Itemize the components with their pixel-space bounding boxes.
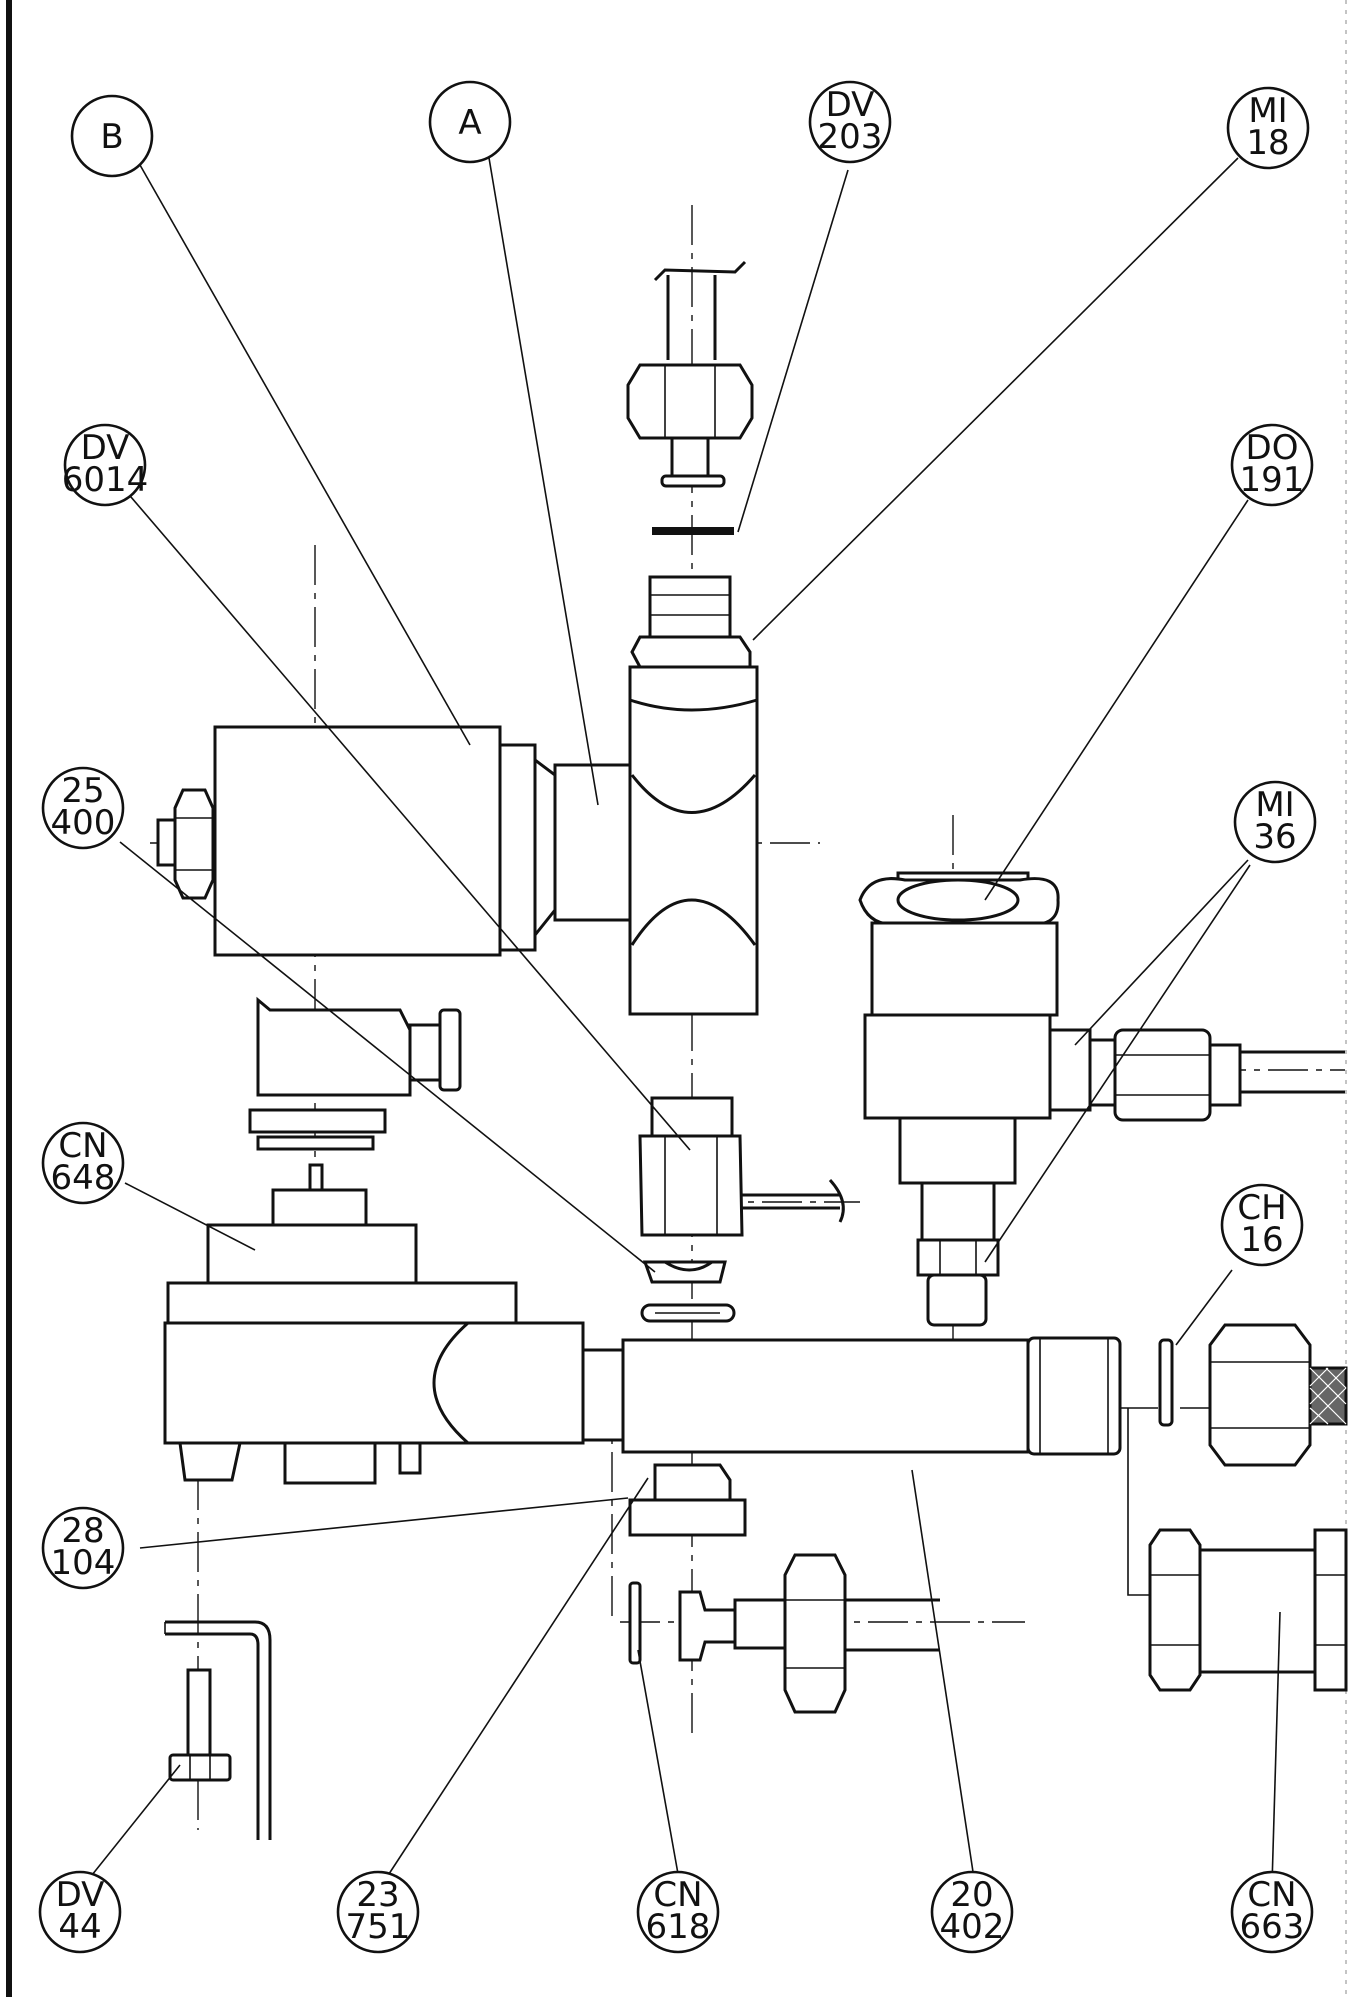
solenoid-coil: [156, 725, 557, 957]
hose-fitting: [1127, 1323, 1348, 1692]
callout-label: 25: [61, 771, 104, 811]
callout-label: A: [458, 103, 481, 143]
callout-circle: [636, 1870, 720, 1954]
callout-A: A: [428, 80, 512, 164]
callout-label: CN: [58, 1126, 107, 1166]
plug-fitting: [638, 1096, 845, 1323]
callout-label: DV: [826, 85, 875, 125]
callout-circle: [336, 1870, 420, 1954]
leader-lines: [87, 151, 1281, 1886]
callout-label: 23: [356, 1875, 399, 1915]
callout-label: MI: [1248, 91, 1287, 131]
callout-B: B: [70, 94, 154, 178]
callout-label: DV: [81, 428, 130, 468]
callout-circle: [1226, 86, 1310, 170]
connector-plug: [248, 996, 462, 1151]
bracket-and-screw: [164, 1620, 272, 1840]
callout-label: 402: [940, 1907, 1005, 1947]
callout-label: 400: [51, 803, 116, 843]
callout-label: B: [100, 117, 123, 157]
callout-circle: [41, 1121, 125, 1205]
valve-body: [553, 575, 759, 1016]
callout-circle: [38, 1870, 122, 1954]
callout-label: 648: [51, 1158, 116, 1198]
pressure-switch: [858, 871, 1345, 1327]
callout-circle: [41, 766, 125, 850]
callout-label: CN: [653, 1875, 702, 1915]
callout-circle: [808, 80, 892, 164]
callout-label: 44: [58, 1907, 101, 1947]
callout-label: 16: [1240, 1220, 1283, 1260]
callout-circle: [930, 1870, 1014, 1954]
callout-label: 28: [61, 1511, 104, 1551]
callout-label: 6014: [62, 460, 149, 500]
callout-circle: [1230, 423, 1314, 507]
callout-circle: [41, 1506, 125, 1590]
callout-circle: [1220, 1183, 1304, 1267]
callout-label: MI: [1255, 785, 1294, 825]
callout-label: 104: [51, 1543, 116, 1583]
callout-label: CN: [1247, 1875, 1296, 1915]
callout-label: DO: [1246, 428, 1299, 468]
callout-label: 203: [818, 117, 883, 157]
callout-circle: [1233, 780, 1317, 864]
callout-label: 20: [950, 1875, 993, 1915]
callout-label: CH: [1237, 1188, 1286, 1228]
callout-circle: [63, 423, 147, 507]
upper-tube-fitting: [626, 260, 754, 535]
drawing-frame: [6, 0, 1347, 1997]
bottom-fittings: [628, 1463, 940, 1714]
callout-circle: [70, 94, 154, 178]
callout-label: 618: [646, 1907, 711, 1947]
callout-label: DV: [56, 1875, 105, 1915]
manifold-block: [163, 1163, 1122, 1485]
callout-label: 18: [1246, 123, 1289, 163]
callout-label: 36: [1253, 817, 1296, 857]
callout-label: 751: [346, 1907, 411, 1947]
callout-label: 663: [1240, 1907, 1305, 1947]
callout-label: 191: [1240, 460, 1305, 500]
callout-circle: [1230, 1870, 1314, 1954]
callout-circle: [428, 80, 512, 164]
